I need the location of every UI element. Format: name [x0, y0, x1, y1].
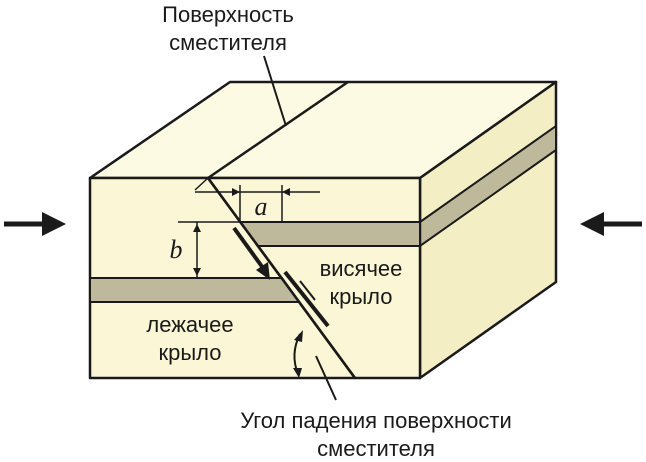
hanging-wall-layer	[238, 221, 421, 247]
dim-a-extension-left	[194, 177, 209, 191]
dim-a-label: a	[255, 192, 268, 221]
hanging-wall-leader	[299, 280, 316, 301]
dim-b-label: b	[170, 235, 183, 264]
dim-b-arrow-top	[193, 224, 201, 232]
slip-arrowhead	[256, 262, 270, 280]
dip-angle-arrowhead-top	[294, 330, 303, 342]
right-arrow-head	[580, 212, 604, 236]
left-arrow-head	[42, 212, 66, 236]
hanging-wall-slip-arrow	[232, 226, 265, 270]
fault-surface-label-line2: сместителя	[169, 30, 287, 55]
fault-plane-line	[206, 177, 357, 379]
fault-surface-label-line1: Поверхность	[162, 2, 294, 27]
footwall-slip-line	[283, 270, 330, 328]
footwall-label-line2: крыло	[159, 340, 222, 365]
footwall-layer	[89, 277, 301, 303]
dip-angle-arrowhead-bottom	[293, 368, 302, 378]
footwall-label-line1: лежачее	[146, 312, 233, 337]
dip-angle-label-line1: Угол падения поверхности	[240, 408, 511, 433]
hanging-wall-label-line1: висячее	[320, 256, 403, 281]
dim-a-arrow-left	[232, 188, 240, 196]
dip-angle-label-line2: сместителя	[317, 436, 435, 461]
dim-b-arrow-bottom	[193, 268, 201, 276]
dim-a-arrow-right	[282, 188, 290, 196]
fault-trace-top	[207, 80, 349, 180]
hanging-wall-label-line2: крыло	[330, 284, 393, 309]
fault-surface-leader	[263, 55, 287, 127]
dip-angle-leader	[315, 355, 337, 401]
